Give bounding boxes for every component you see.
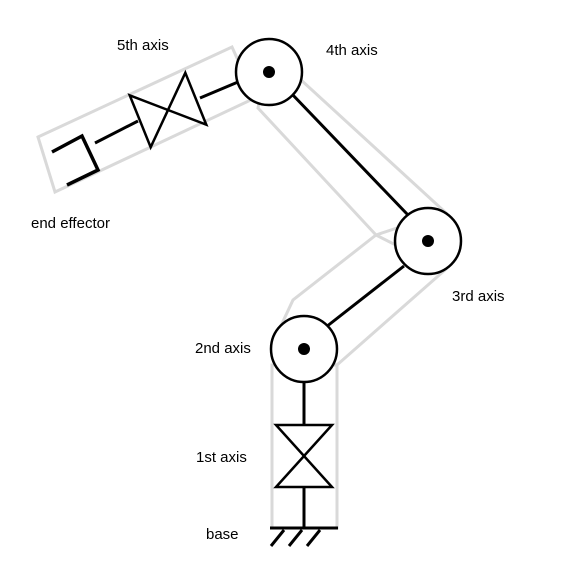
first-axis-label: 1st axis	[196, 449, 247, 466]
fifth-axis-left-triangle	[127, 93, 170, 151]
third-axis-label: 3rd axis	[452, 288, 505, 305]
first-axis-joint	[273, 423, 335, 489]
end-effector-gripper	[51, 133, 101, 187]
fifth-axis-label: 5th axis	[117, 37, 169, 54]
labels: 5th axis 4th axis 3rd axis 2nd axis 1st …	[31, 37, 505, 543]
fifth-axis-joint	[127, 69, 209, 151]
ground-hatch-3	[305, 529, 322, 547]
upper-arm-beam	[288, 90, 410, 217]
base-ground	[269, 526, 338, 547]
fourth-axis-pivot	[263, 66, 275, 78]
fourth-axis-label: 4th axis	[326, 42, 378, 59]
wrist-beam-b	[94, 119, 139, 145]
second-axis-pivot	[298, 343, 310, 355]
first-axis-lower-triangle	[273, 454, 335, 489]
beams	[94, 80, 410, 528]
fifth-axis-right-triangle	[166, 69, 209, 127]
third-axis-joint	[393, 206, 463, 276]
end-effector-label: end effector	[31, 215, 110, 232]
second-axis-label: 2nd axis	[195, 340, 251, 357]
gripper-jaws	[51, 133, 101, 187]
first-axis-upper-triangle	[273, 423, 335, 458]
third-axis-pivot	[422, 235, 434, 247]
ground-hatch-1	[269, 529, 286, 547]
ground-hatch-2	[287, 529, 304, 547]
fourth-axis-joint	[234, 37, 304, 107]
lower-arm-beam	[325, 264, 405, 329]
base-label: base	[206, 526, 239, 543]
wrist-beam-a	[199, 80, 239, 100]
second-axis-joint	[269, 314, 339, 384]
